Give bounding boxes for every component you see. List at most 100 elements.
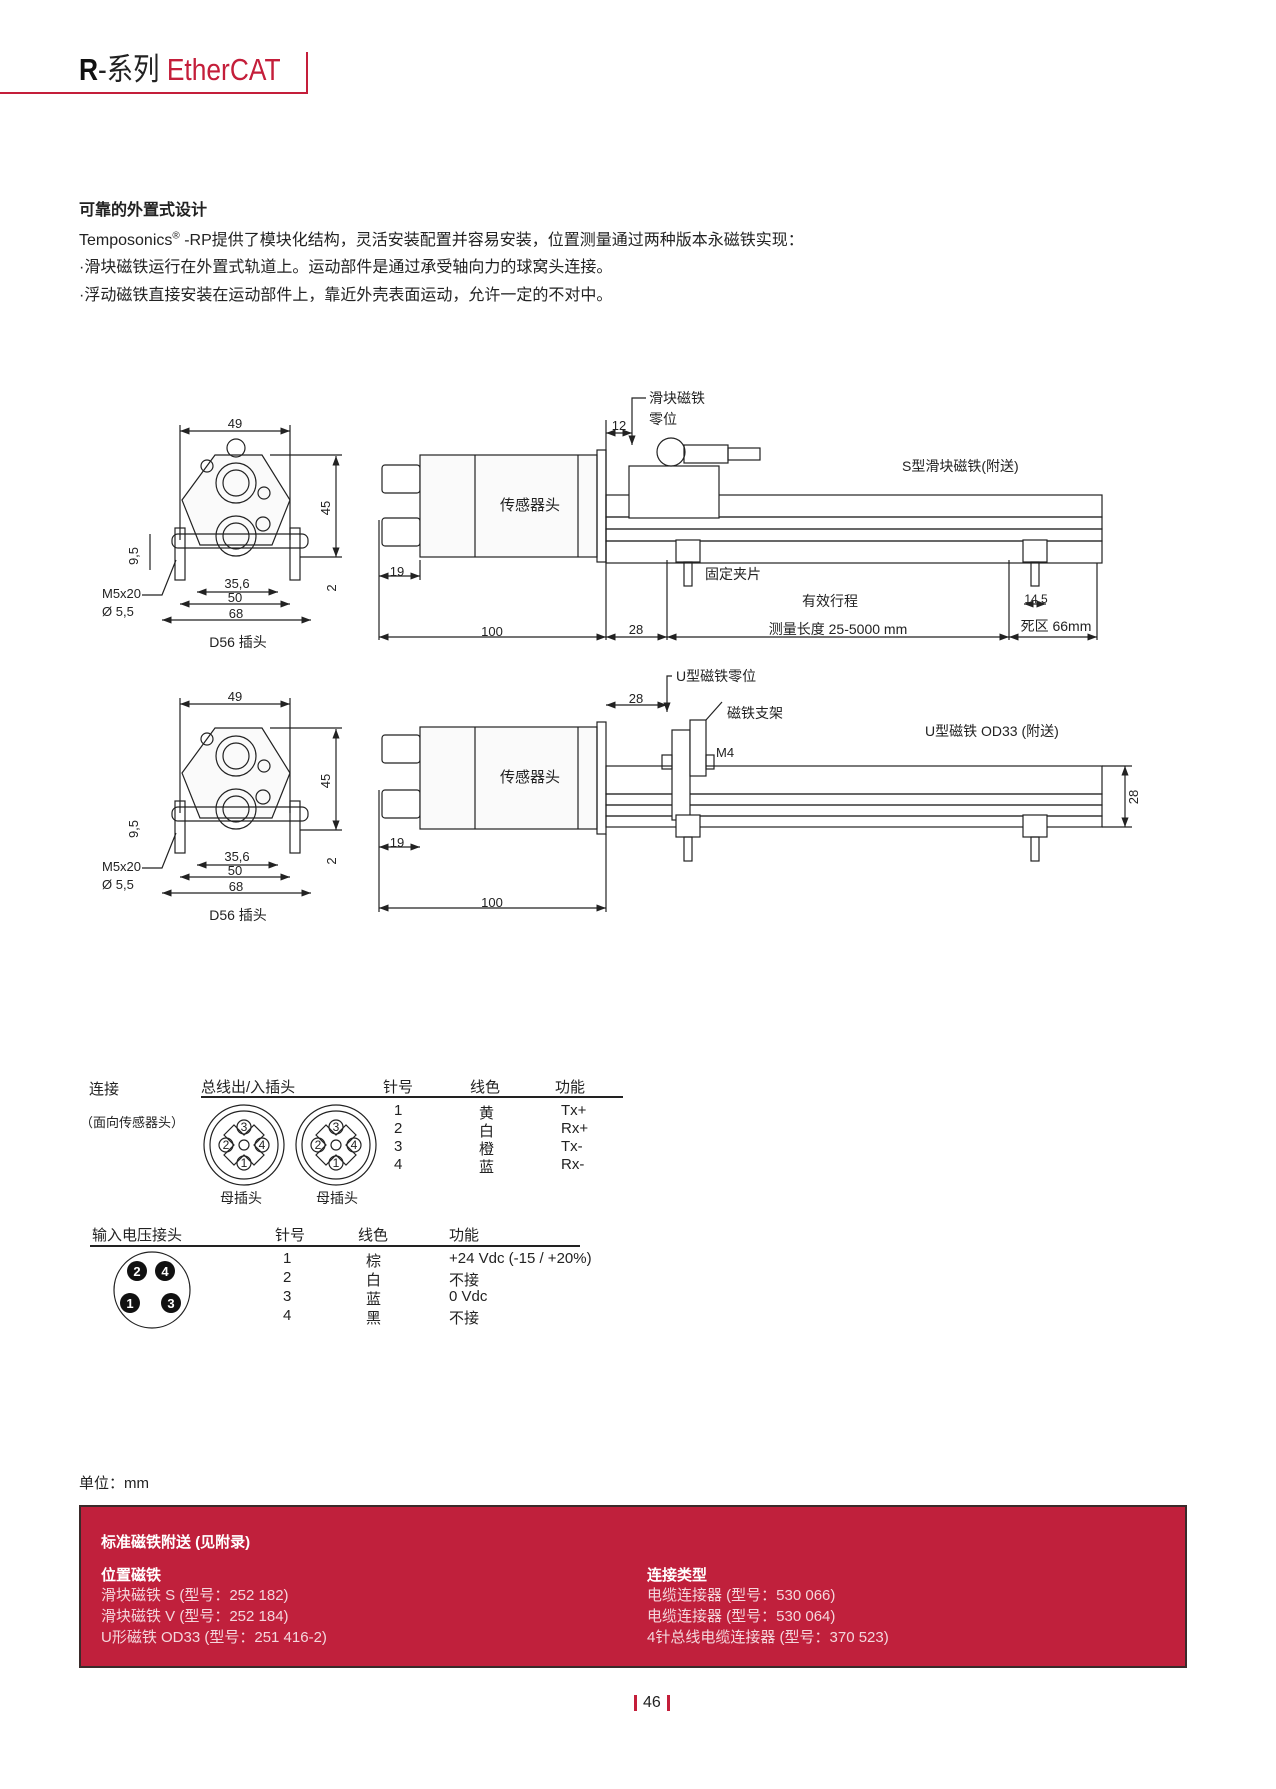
intro-line-1: Temposonics® -RP提供了模块化结构，灵活安装配置并容易安装，位置测…	[79, 226, 804, 250]
col-header-wire-color: 线色	[470, 1079, 501, 1096]
pin-1: 1	[126, 1296, 133, 1311]
position-magnets-heading: 位置磁铁	[101, 1567, 162, 1584]
stroke-label: 有效行程	[802, 593, 858, 609]
intro-line-3: ·浮动磁铁直接安装在运动部件上，靠近外壳表面运动，允许一定的不对中。	[79, 287, 613, 304]
box-title: 标准磁铁附送 (见附录)	[101, 1534, 251, 1551]
screw-spec: M5x20	[102, 586, 141, 601]
color-cell: 橙	[479, 1141, 495, 1158]
connection-sublabel: （面向传感器头）	[80, 1115, 185, 1130]
section-title: 可靠的外置式设计	[79, 202, 208, 219]
u-magnet-zero-label: U型磁铁零位	[676, 668, 756, 684]
pin-4: 4	[351, 1138, 358, 1152]
pin-3: 3	[167, 1296, 174, 1311]
connector-caption-1: 母插头	[220, 1190, 262, 1206]
dim-28: 28	[629, 622, 643, 637]
dim-9-5: 9,5	[126, 547, 141, 565]
col-header-power-plug: 输入电压接头	[92, 1227, 183, 1244]
connector-item: 电缆连接器 (型号：530 066)	[647, 1587, 836, 1604]
col-header-function: 功能	[449, 1227, 480, 1244]
female-connector-icon: 3 1 2 4	[203, 1104, 285, 1186]
function-cell: 不接	[449, 1272, 480, 1289]
connector-caption: D56 插头	[209, 907, 267, 923]
function-cell: Rx+	[561, 1120, 589, 1137]
u-magnet-label: U型磁铁 OD33 (附送)	[925, 723, 1059, 739]
pin-2: 2	[315, 1138, 322, 1152]
table-rule	[201, 1096, 623, 1098]
hole-spec: Ø 5,5	[102, 877, 134, 892]
color-cell: 白	[366, 1272, 382, 1289]
color-cell: 蓝	[366, 1291, 382, 1308]
magnet-holder-label: 磁铁支架	[727, 705, 783, 721]
magnet-item: 滑块磁铁 V (型号：252 184)	[101, 1608, 289, 1625]
pin-cell: 4	[283, 1307, 292, 1324]
pin-2: 2	[133, 1264, 140, 1279]
dimension-drawings: 49 45 9,5 2 35,6 50 68 M5x20 Ø 5,5 D56 插…	[102, 390, 1141, 923]
brand-name: Temposonics	[79, 232, 173, 249]
page-number-bar-left	[634, 1694, 637, 1711]
col-header-pin: 针号	[383, 1079, 414, 1096]
header-rule	[0, 92, 308, 94]
table-rule	[90, 1245, 580, 1247]
dead-zone: 死区 66mm	[1021, 618, 1092, 634]
dim-28: 28	[629, 691, 643, 706]
magnet-item: U形磁铁 OD33 (型号：251 416-2)	[101, 1629, 327, 1646]
female-connector-icon: 3 1 2 4	[295, 1104, 377, 1186]
product-name: EtherCAT	[166, 52, 281, 87]
function-cell: Rx-	[561, 1156, 585, 1173]
magnet-item: 滑块磁铁 S (型号：252 182)	[101, 1587, 289, 1604]
dim-2: 2	[324, 857, 339, 864]
connector-item: 4针总线电缆连接器 (型号：370 523)	[647, 1629, 889, 1646]
connector-caption-2: 母插头	[316, 1190, 358, 1206]
function-cell: 0 Vdc	[449, 1288, 488, 1305]
screw-spec: M5x20	[102, 859, 141, 874]
dim-12: 12	[612, 418, 626, 433]
color-cell: 棕	[366, 1253, 382, 1270]
color-cell: 黑	[366, 1310, 382, 1327]
intro-line-2: ·滑块磁铁运行在外置式轨道上。运动部件是通过承受轴向力的球窝头连接。	[79, 259, 613, 276]
thread-label: M4	[716, 745, 734, 760]
pin-4: 4	[259, 1138, 266, 1152]
hole-spec: Ø 5,5	[102, 604, 134, 619]
dim-49: 49	[228, 689, 242, 704]
sensor-head-label: 传感器头	[500, 769, 560, 786]
pin-cell: 1	[283, 1250, 292, 1267]
dim-100: 100	[481, 895, 503, 910]
col-header-function: 功能	[555, 1079, 586, 1096]
s-magnet-label: S型滑块磁铁(附送)	[902, 458, 1019, 474]
power-connector-icon: 2 4 1 3	[113, 1251, 191, 1329]
sensor-head-label: 传感器头	[500, 497, 560, 514]
page-number-bar-right	[666, 1694, 670, 1711]
dim-100: 100	[481, 624, 503, 639]
registered-mark: ®	[172, 230, 180, 242]
dim-19: 19	[390, 564, 404, 579]
intro-line-1-text: -RP提供了模块化结构，灵活安装配置并容易安装，位置测量通过两种版本永磁铁实现：	[179, 232, 804, 249]
dim-35-6: 35,6	[224, 849, 249, 864]
pin-1: 1	[241, 1156, 248, 1170]
pin-1: 1	[333, 1156, 340, 1170]
connector-caption: D56 插头	[209, 634, 267, 650]
series-letter: R	[79, 52, 99, 87]
dim-2: 2	[324, 584, 339, 591]
series-suffix: -系列	[98, 52, 160, 87]
col-header-bus-plug: 总线出/入插头	[201, 1079, 296, 1096]
dim-68: 68	[229, 879, 243, 894]
function-cell: Tx+	[561, 1102, 587, 1119]
header-rule-vertical	[306, 52, 308, 94]
dim-19: 19	[390, 835, 404, 850]
connection-types-heading: 连接类型	[647, 1567, 708, 1584]
pin-3: 3	[333, 1120, 340, 1134]
pin-3: 3	[241, 1120, 248, 1134]
page-number-text: 46	[643, 1694, 661, 1711]
pin-cell: 3	[394, 1138, 403, 1155]
front-view-bottom	[142, 698, 342, 897]
connector-item: 电缆连接器 (型号：530 064)	[647, 1608, 836, 1625]
slider-zero-label: 滑块磁铁	[649, 390, 705, 406]
side-view-top	[378, 397, 1103, 641]
function-cell: Tx-	[561, 1138, 583, 1155]
page-header-title: R-系列 EtherCAT	[79, 44, 281, 89]
measure-length: 测量长度 25-5000 mm	[769, 621, 907, 637]
pin-4: 4	[161, 1264, 169, 1279]
col-header-wire-color: 线色	[358, 1227, 389, 1244]
dim-35-6: 35,6	[224, 576, 249, 591]
dim-49: 49	[228, 416, 242, 431]
